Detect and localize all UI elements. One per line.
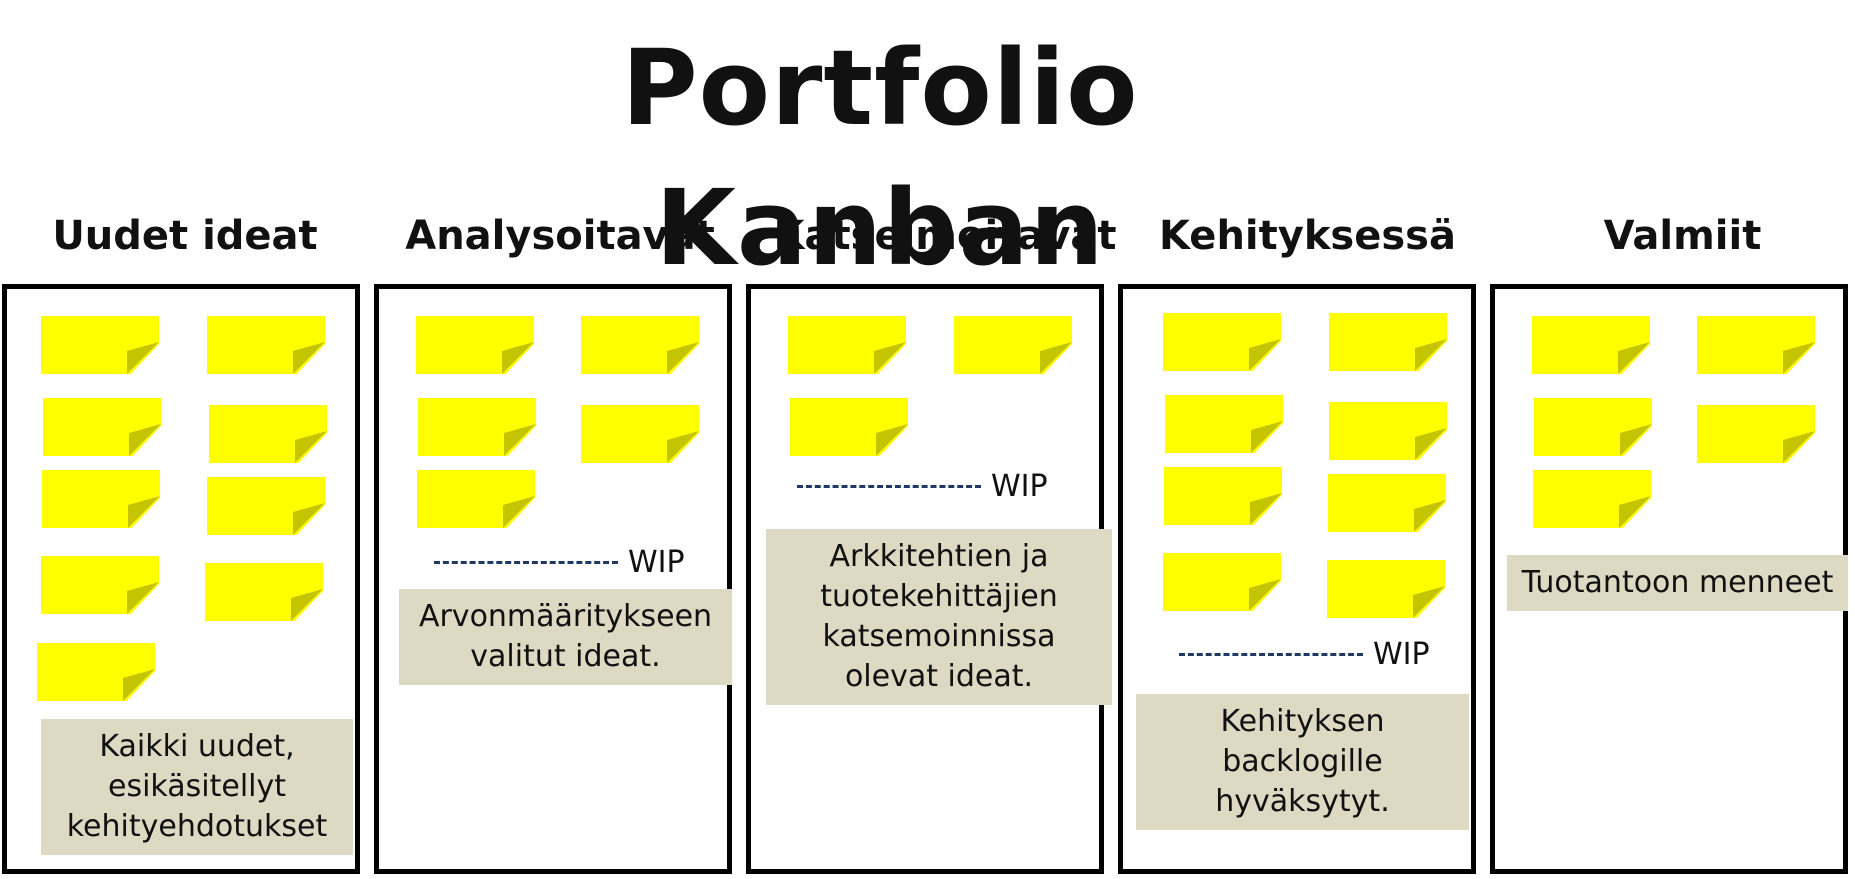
sticky-note[interactable] bbox=[1329, 313, 1447, 371]
sticky-note[interactable] bbox=[417, 470, 535, 528]
column-header-valmiit: Valmiit bbox=[1603, 213, 1762, 259]
sticky-note[interactable] bbox=[1329, 402, 1447, 460]
wip-limit: WIP bbox=[1179, 635, 1459, 675]
sticky-note[interactable] bbox=[1328, 474, 1446, 532]
wip-limit: WIP bbox=[434, 543, 714, 583]
sticky-note[interactable] bbox=[1327, 560, 1445, 618]
column-uudet-ideat: Kaikki uudet, esikäsitellyt kehityehdotu… bbox=[2, 284, 360, 874]
column-description: Tuotantoon menneet bbox=[1507, 555, 1848, 611]
sticky-note[interactable] bbox=[43, 398, 161, 456]
wip-label: WIP bbox=[1373, 637, 1430, 672]
wip-dashed-line bbox=[434, 561, 618, 564]
sticky-note[interactable] bbox=[1697, 316, 1815, 374]
sticky-note[interactable] bbox=[207, 316, 325, 374]
sticky-note[interactable] bbox=[581, 316, 699, 374]
wip-dashed-line bbox=[797, 485, 981, 488]
sticky-note[interactable] bbox=[1532, 316, 1650, 374]
column-valmiit: Tuotantoon menneet bbox=[1490, 284, 1848, 874]
sticky-note[interactable] bbox=[1164, 467, 1282, 525]
sticky-note[interactable] bbox=[1163, 553, 1281, 611]
sticky-note[interactable] bbox=[790, 398, 908, 456]
sticky-note[interactable] bbox=[42, 470, 160, 528]
column-header-kehityksessa: Kehityksessä bbox=[1159, 213, 1456, 259]
wip-dashed-line bbox=[1179, 653, 1363, 656]
column-description: Arkkitehtien ja tuotekehittäjien katsemo… bbox=[766, 529, 1112, 705]
sticky-note[interactable] bbox=[954, 316, 1072, 374]
sticky-note[interactable] bbox=[37, 643, 155, 701]
sticky-note[interactable] bbox=[205, 563, 323, 621]
column-description: Arvonmääritykseen valitut ideat. bbox=[399, 589, 732, 685]
sticky-note[interactable] bbox=[209, 405, 327, 463]
page-title: Portfolio Kanban bbox=[621, 27, 1139, 289]
column-header-uudet-ideat: Uudet ideat bbox=[52, 213, 318, 259]
sticky-note[interactable] bbox=[1697, 405, 1815, 463]
column-kehityksessa: WIP Kehityksen backlogille hyväksytyt. bbox=[1118, 284, 1476, 874]
sticky-note[interactable] bbox=[416, 316, 534, 374]
sticky-note[interactable] bbox=[418, 398, 536, 456]
column-katselmoitavat: WIP Arkkitehtien ja tuotekehittäjien kat… bbox=[746, 284, 1112, 874]
sticky-note[interactable] bbox=[207, 477, 325, 535]
column-description: Kaikki uudet, esikäsitellyt kehityehdotu… bbox=[41, 719, 353, 855]
column-header-katselmoitavat: Katselmoitavat bbox=[773, 213, 1117, 259]
sticky-note[interactable] bbox=[581, 405, 699, 463]
wip-label: WIP bbox=[628, 545, 685, 580]
column-header-analysoitavat: Analysoitavat bbox=[405, 213, 715, 259]
sticky-note[interactable] bbox=[1534, 398, 1652, 456]
column-description: Kehityksen backlogille hyväksytyt. bbox=[1136, 694, 1469, 830]
sticky-note[interactable] bbox=[1533, 470, 1651, 528]
wip-limit: WIP bbox=[797, 467, 1077, 507]
wip-label: WIP bbox=[991, 469, 1048, 504]
column-analysoitavat: WIP Arvonmääritykseen valitut ideat. bbox=[374, 284, 732, 874]
sticky-note[interactable] bbox=[1163, 313, 1281, 371]
sticky-note[interactable] bbox=[41, 556, 159, 614]
sticky-note[interactable] bbox=[1165, 395, 1283, 453]
sticky-note[interactable] bbox=[788, 316, 906, 374]
sticky-note[interactable] bbox=[41, 316, 159, 374]
